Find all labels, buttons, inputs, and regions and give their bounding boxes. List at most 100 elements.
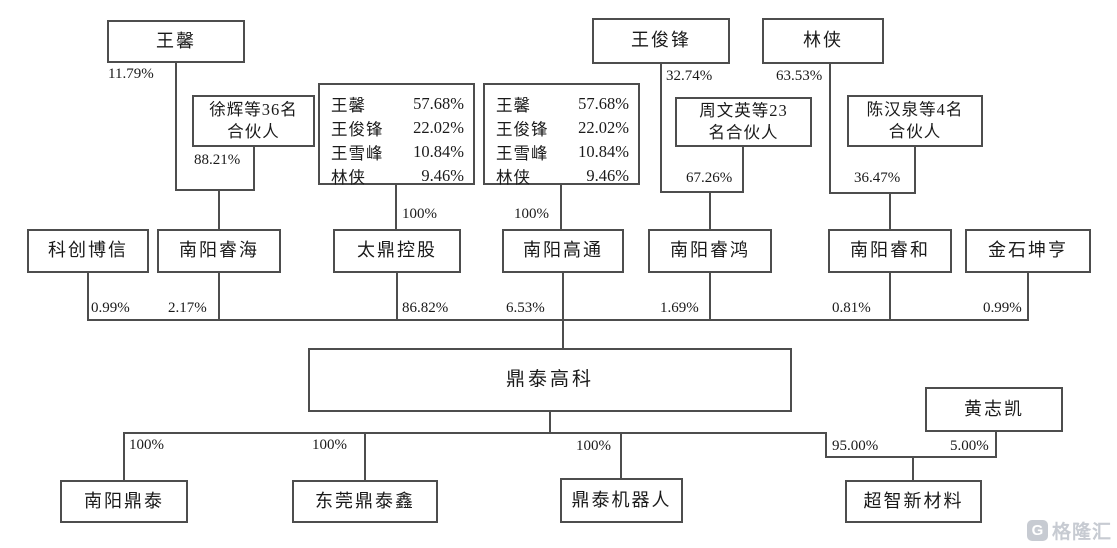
node-holders-taiding: 王馨 57.68% 王俊锋 22.02% 王雪峰 10.84% 林侠 9.46% — [318, 83, 475, 188]
node-taiding-holdings: 太鼎控股 — [333, 229, 461, 273]
pct-taiding-dingtai: 86.82% — [402, 300, 449, 316]
connector-chaozhi-merge — [825, 456, 997, 458]
connector-wangxin-down — [175, 63, 177, 191]
connector-ruihai-stem — [218, 191, 220, 229]
node-dingtai-robot: 鼎泰机器人 — [560, 478, 683, 523]
pct-xuhui-ruihai: 88.21% — [194, 152, 241, 168]
node-label-line2: 合伙人 — [227, 122, 280, 141]
pct-kechuang-dingtai: 0.99% — [91, 300, 130, 316]
pct-huangzhikai-chaozhi: 5.00% — [950, 438, 989, 454]
node-zhouwenying-partners: 周文英等23 名合伙人 — [675, 97, 812, 147]
holder-name: 王馨 — [496, 96, 531, 115]
connector-robot-stem — [620, 432, 622, 478]
holder-name: 王俊锋 — [496, 120, 549, 139]
holder-row: 王雪峰 10.84% — [496, 140, 629, 164]
pct-ruihong-dingtai: 1.69% — [660, 300, 699, 316]
node-dingtai-gaoke: 鼎泰高科 — [308, 348, 792, 412]
connector-dingtai-down — [549, 412, 551, 434]
holder-pct: 22.02% — [413, 118, 464, 137]
connector-kechuang-down — [87, 273, 89, 321]
node-nanyang-ruihe: 南阳睿和 — [828, 229, 952, 273]
connector-taiding-stem — [395, 185, 397, 229]
holder-name: 王馨 — [331, 96, 366, 115]
connector-owner-bus — [87, 319, 1029, 321]
holder-pct: 57.68% — [578, 94, 629, 113]
pct-wangjunfeng-ruihong: 32.74% — [666, 68, 713, 84]
holder-pct: 57.68% — [413, 94, 464, 113]
connector-nydt-stem — [123, 432, 125, 480]
connector-xuhui-down — [253, 147, 255, 191]
connector-subsidiary-bus — [123, 432, 827, 434]
pct-dingtai-chaozhi: 95.00% — [832, 438, 879, 454]
holder-row: 王馨 57.68% — [496, 92, 629, 116]
connector-chaozhi-stem — [912, 456, 914, 480]
node-chenhanquan-partners: 陈汉泉等4名 合伙人 — [847, 95, 983, 147]
connector-linxia-down — [829, 64, 831, 194]
node-xuhui-partners: 徐辉等36名 合伙人 — [192, 95, 315, 147]
holder-name: 林侠 — [331, 168, 366, 187]
pct-list2-gaotong: 100% — [514, 206, 549, 222]
gelonghui-watermark: G 格隆汇 — [1026, 517, 1112, 544]
connector-ruihai-down — [218, 273, 220, 321]
node-nanyang-gaotong: 南阳高通 — [502, 229, 624, 273]
holder-row: 林侠 9.46% — [331, 164, 464, 188]
pct-linxia-ruihe: 63.53% — [776, 68, 823, 84]
node-label-line1: 周文英等23 — [699, 100, 788, 120]
node-chaozhi-materials: 超智新材料 — [845, 480, 982, 523]
connector-wangjunfeng-down — [660, 64, 662, 193]
connector-taiding-down — [396, 273, 398, 321]
pct-ruihe-dingtai: 0.81% — [832, 300, 871, 316]
node-label-line2: 合伙人 — [888, 122, 942, 141]
pct-ruihai-dingtai: 2.17% — [168, 300, 207, 316]
holder-name: 王俊锋 — [331, 120, 384, 139]
connector-jinshi-down — [1027, 273, 1029, 321]
connector-ruihong-stem — [709, 193, 711, 229]
node-nanyang-ruihong: 南阳睿鸿 — [648, 229, 772, 273]
pct-wangxin-ruihai: 11.79% — [108, 66, 154, 82]
node-label-line1: 徐辉等36名 — [209, 99, 298, 119]
node-holders-gaotong: 王馨 57.68% 王俊锋 22.02% 王雪峰 10.84% 林侠 9.46% — [483, 83, 640, 188]
holder-pct: 22.02% — [578, 118, 629, 137]
connector-ruihong-merge — [660, 191, 744, 193]
node-label-line2: 名合伙人 — [708, 123, 779, 142]
connector-gaotong-down — [562, 273, 564, 321]
node-label-line1: 陈汉泉等4名 — [866, 99, 964, 119]
holder-row: 林侠 9.46% — [496, 164, 629, 188]
pct-list1-taiding: 100% — [402, 206, 437, 222]
holder-pct: 10.84% — [413, 142, 464, 161]
holder-row: 王俊锋 22.02% — [331, 116, 464, 140]
node-dongguan-dingtaixin: 东莞鼎泰鑫 — [292, 480, 438, 523]
holder-row: 王俊锋 22.02% — [496, 116, 629, 140]
holder-name: 王雪峰 — [496, 144, 549, 163]
pct-dingtai-nydt: 100% — [129, 437, 164, 453]
connector-ruihong-down — [709, 273, 711, 321]
connector-gaotong-stem — [560, 185, 562, 229]
connector-zhouwenying-down — [742, 147, 744, 193]
node-wang-junfeng: 王俊锋 — [592, 18, 730, 64]
node-wang-xin: 王馨 — [107, 20, 245, 63]
node-huang-zhikai: 黄志凯 — [925, 387, 1063, 432]
holder-row: 王雪峰 10.84% — [331, 140, 464, 164]
node-nanyang-ruihai: 南阳睿海 — [157, 229, 281, 273]
connector-dingtai-stem — [562, 319, 564, 348]
node-jinshi-kunheng: 金石坤亨 — [965, 229, 1091, 273]
connector-huangzhikai-down — [995, 432, 997, 458]
node-kechuang-boxin: 科创博信 — [27, 229, 149, 273]
connector-dgdtx-stem — [364, 432, 366, 480]
holder-name: 林侠 — [496, 168, 531, 187]
pct-gaotong-dingtai: 6.53% — [506, 300, 545, 316]
gelonghui-logo-icon: G — [1026, 520, 1048, 541]
holder-pct: 9.46% — [586, 166, 629, 185]
pct-zhouwenying-ruihong: 67.26% — [686, 170, 733, 186]
pct-dingtai-robot: 100% — [576, 438, 611, 454]
connector-ruihe-merge — [829, 192, 916, 194]
connector-ruihai-merge — [175, 189, 255, 191]
pct-chenhanquan-ruihe: 36.47% — [854, 170, 901, 186]
pct-dingtai-dgdtx: 100% — [312, 437, 347, 453]
node-nanyang-dingtai: 南阳鼎泰 — [60, 480, 188, 523]
connector-ruihe-stem — [889, 194, 891, 229]
pct-jinshi-dingtai: 0.99% — [983, 300, 1022, 316]
connector-chaozhi-step — [825, 432, 827, 458]
connector-ruihe-down — [889, 273, 891, 321]
